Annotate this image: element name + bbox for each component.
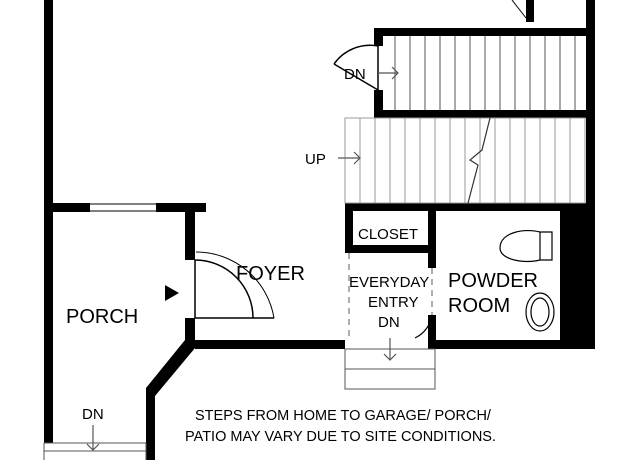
site-note-line2: PATIO MAY VARY DUE TO SITE CONDITIONS.: [185, 429, 496, 445]
arrow-right-icon: [338, 151, 361, 165]
room-label-foyer: FOYER: [236, 263, 305, 285]
door-upper-stair: [333, 44, 379, 91]
room-label-powder-1: POWDER: [448, 270, 538, 292]
arrow-right-icon: [378, 66, 399, 80]
stair-label-dn-upper: DN: [344, 66, 366, 83]
room-label-everyday-entry-1: EVERYDAY: [349, 274, 429, 291]
foyer-door: [194, 251, 275, 319]
arrows: [86, 66, 399, 451]
entrance-marker: [165, 285, 179, 301]
room-label-everyday-entry-2: ENTRY: [368, 294, 419, 311]
everyday-entry-door-swing: [414, 314, 433, 339]
stair-label-up: UP: [305, 151, 326, 168]
stair-down-porch: [43, 442, 147, 460]
room-label-powder-2: ROOM: [448, 295, 510, 317]
room-label-porch: PORCH: [66, 306, 138, 328]
everyday-entry-doors: [348, 253, 433, 340]
stair-up: [344, 117, 586, 204]
sink-icon: [525, 292, 555, 332]
porch-window: [90, 203, 156, 212]
arrow-down-icon: [383, 338, 397, 361]
site-note-line1: STEPS FROM HOME TO GARAGE/ PORCH/: [195, 408, 492, 424]
arrow-down-icon: [86, 425, 100, 451]
stair-break-line: [467, 117, 491, 204]
toilet-icon: [499, 229, 553, 263]
stair-label-dn-entry: DN: [378, 314, 400, 331]
stair-label-dn-porch: DN: [82, 406, 104, 423]
walls: [44, 0, 595, 460]
room-label-closet: CLOSET: [358, 226, 418, 243]
stair-down-upper: [394, 36, 576, 110]
upper-door-fragment: [511, 0, 527, 19]
